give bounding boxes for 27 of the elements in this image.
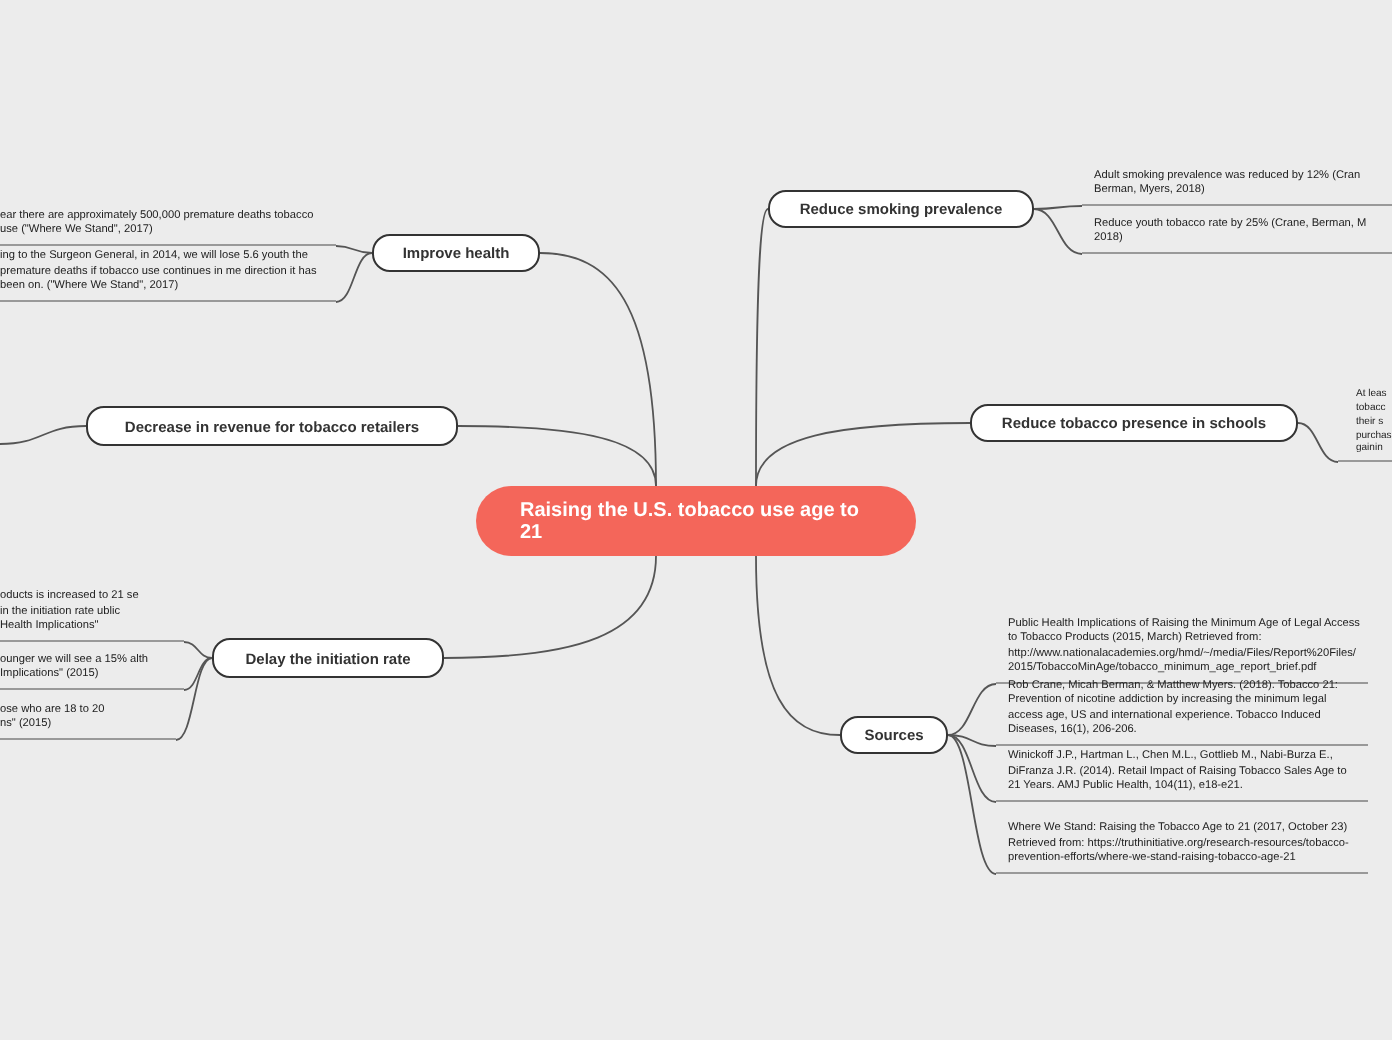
connector-line <box>443 555 657 659</box>
underline-note <box>1338 386 1392 462</box>
connector-line <box>947 734 997 875</box>
central-topic: Raising the U.S. tobacco use age to 21 <box>476 486 916 556</box>
underline-note <box>0 652 184 690</box>
connector-line <box>183 641 213 659</box>
connector-line <box>1297 422 1339 463</box>
connector-line <box>755 555 841 736</box>
connector-line <box>947 683 997 736</box>
connector-line <box>175 657 213 741</box>
connector-line <box>947 734 997 747</box>
connector-line <box>183 657 213 691</box>
connector-line <box>1033 205 1083 210</box>
connector-line <box>335 252 373 303</box>
underline-note <box>1082 216 1392 254</box>
connector-line <box>539 252 657 487</box>
underline-note <box>0 204 336 246</box>
underline-note <box>0 252 336 302</box>
connector-line <box>0 425 87 445</box>
connector-line <box>335 245 373 254</box>
connector-line <box>755 208 769 487</box>
underline-note <box>0 700 176 740</box>
connector-line <box>947 734 997 803</box>
connector-line <box>755 422 971 487</box>
connector-line <box>1033 208 1083 255</box>
underline-note <box>1082 168 1392 206</box>
underline-note <box>996 754 1368 802</box>
